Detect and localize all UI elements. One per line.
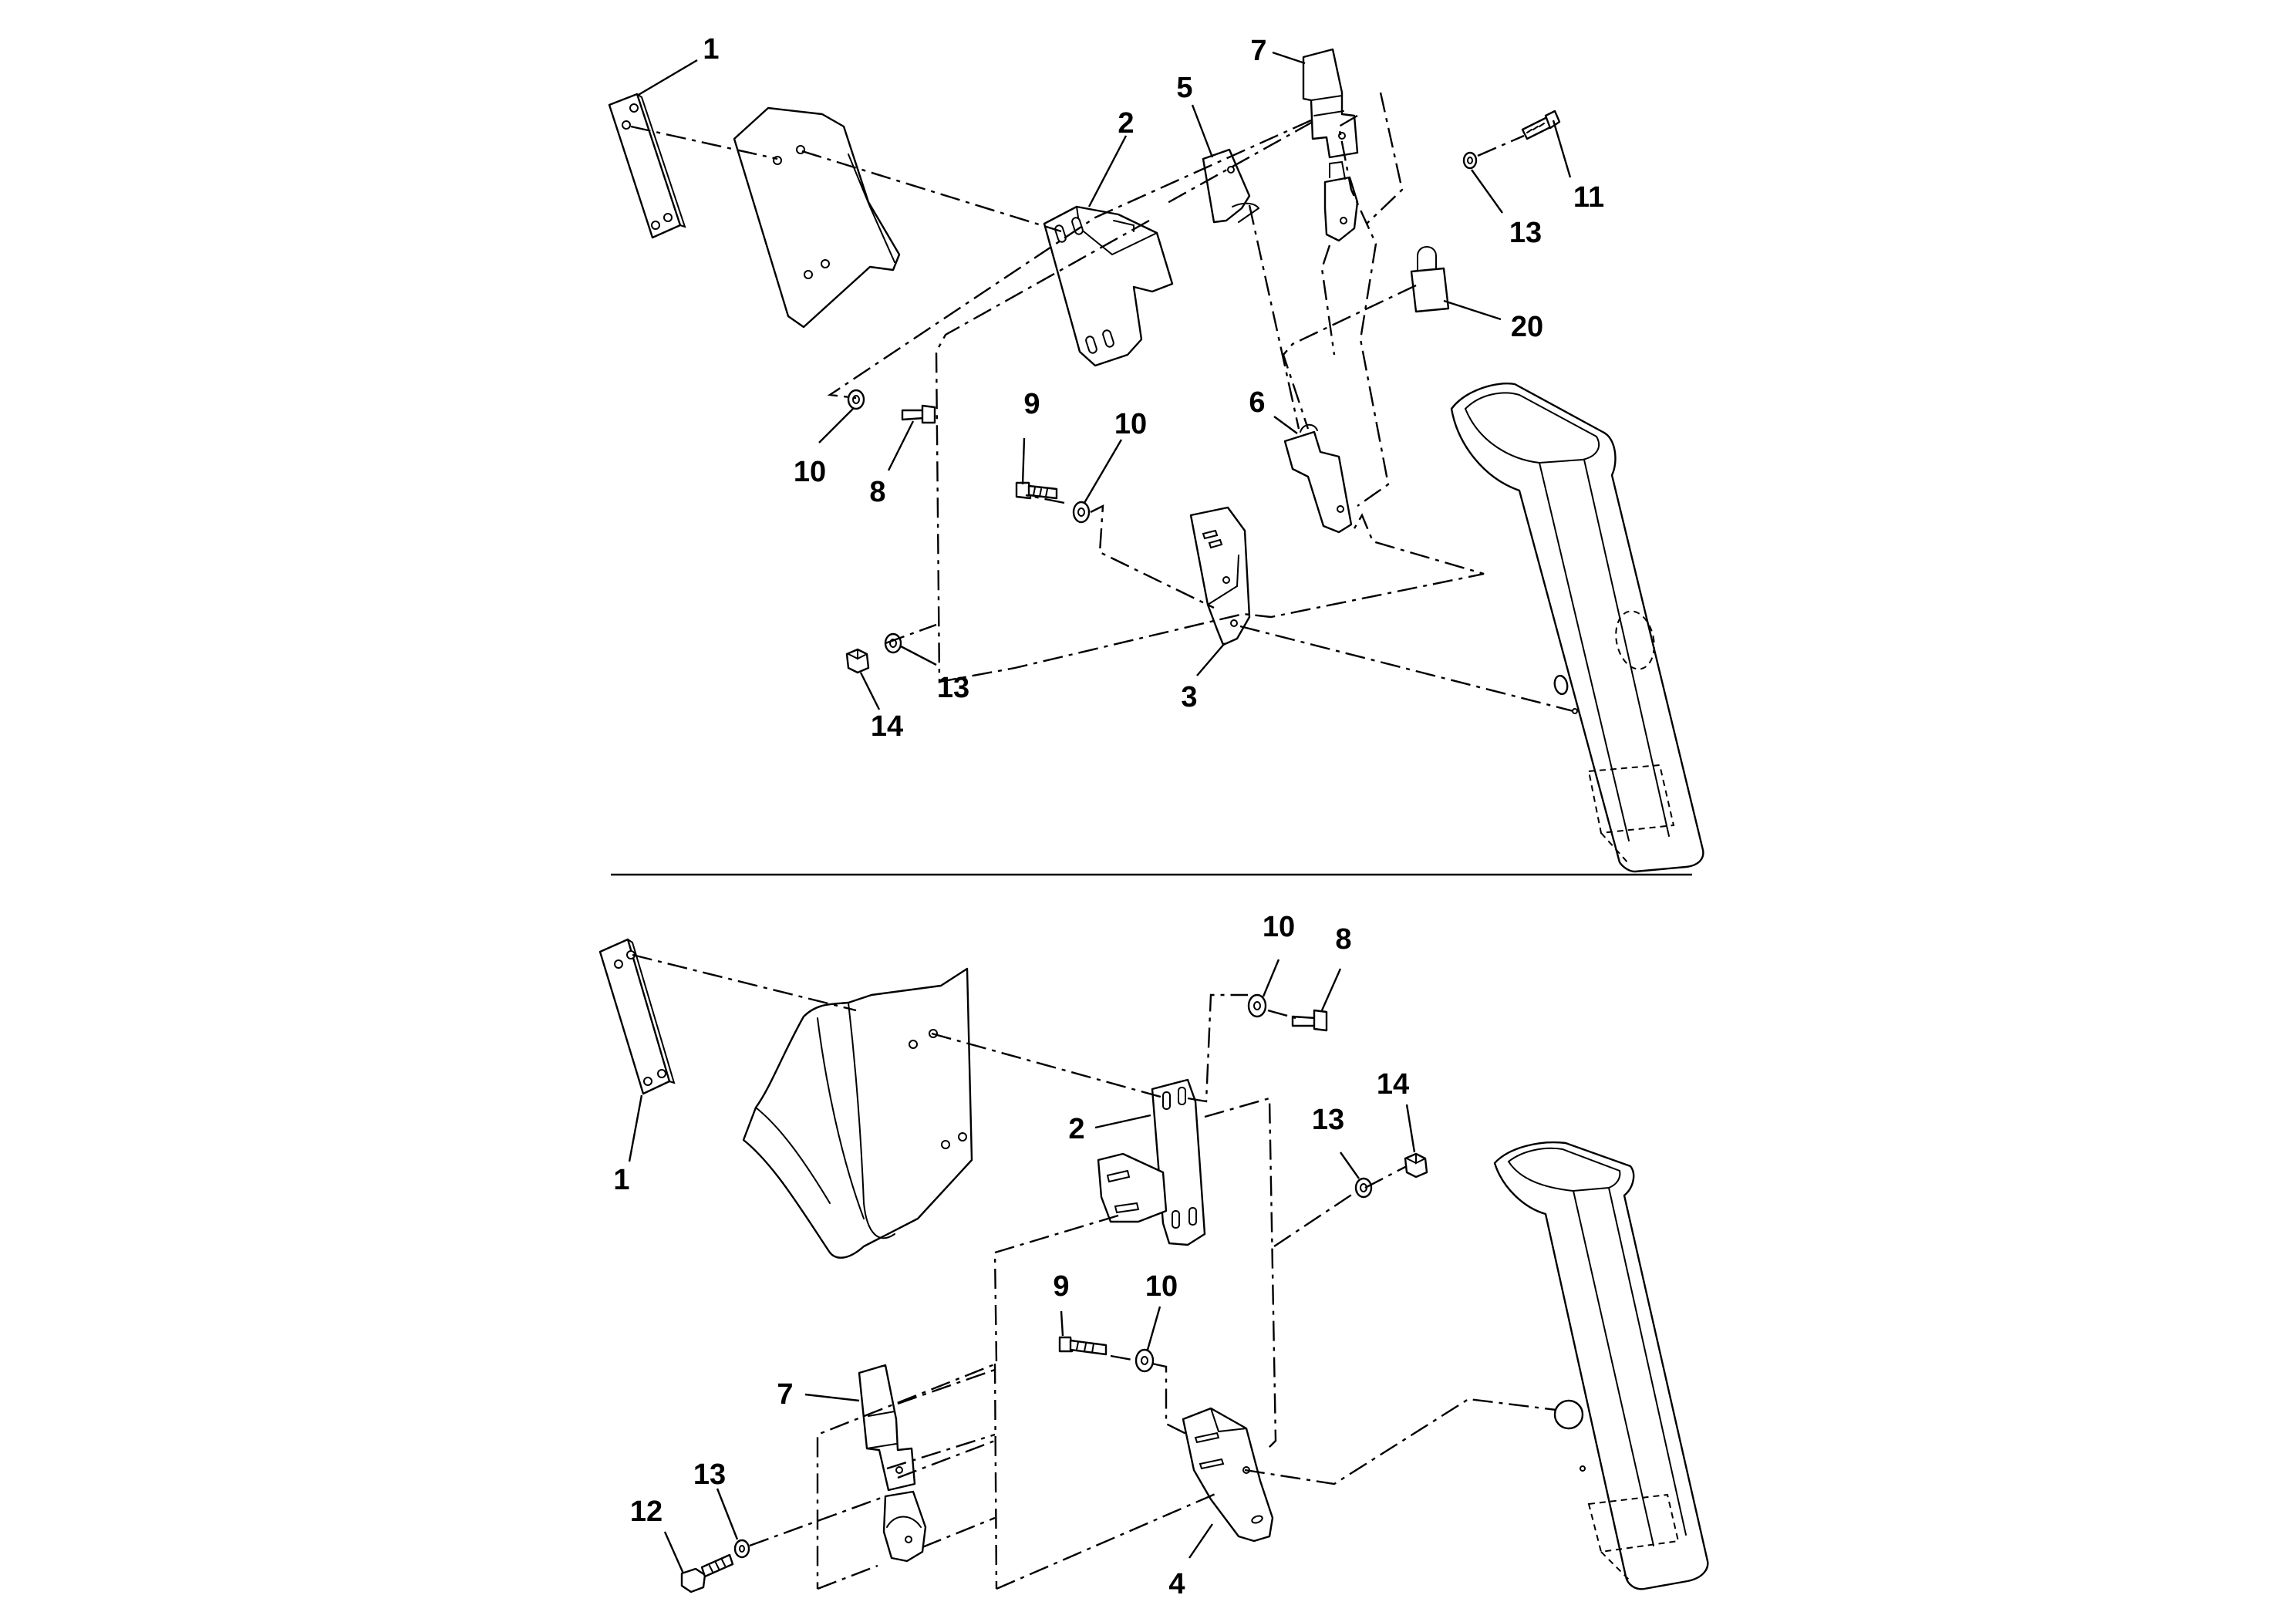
upper-callout-7: 7 [1250,35,1266,67]
upper-leader-lines [636,51,1572,710]
upper-part-5-latch-keeper [1202,148,1260,224]
lower-callout-10-top: 10 [1263,911,1295,943]
upper-part-20-padlock [1410,246,1450,313]
upper-part-3-bracket [1189,506,1251,646]
upper-part-1-strap-plate [608,93,686,239]
lower-callout-10-middle: 10 [1145,1270,1178,1303]
lower-part-2-bracket [1097,1078,1206,1246]
upper-part-8-bolt [901,404,936,424]
upper-part-14-nut [845,648,870,674]
upper-mounting-panel [733,106,901,329]
lower-callout-9: 9 [1053,1270,1069,1303]
lower-part-13-washer-left [733,1539,750,1559]
lower-callout-2: 2 [1068,1113,1084,1145]
upper-assembly-view: 1 2 5 7 11 13 20 6 9 10 10 8 3 13 14 [608,33,1704,873]
upper-callout-3: 3 [1181,681,1197,713]
upper-callout-1: 1 [703,33,719,66]
lower-mounting-panel [742,967,973,1259]
lower-part-13-washer-right [1354,1177,1373,1199]
upper-assembly-lines [630,92,1574,713]
upper-callout-14: 14 [871,710,903,743]
upper-part-10-washer-left [847,389,865,410]
lower-assembly-view: 1 2 10 8 13 14 9 10 7 13 12 4 [598,911,1709,1600]
upper-part-7-latch [1302,48,1359,242]
lower-part-4-bracket [1182,1407,1274,1543]
upper-callout-5: 5 [1176,72,1192,104]
upper-callout-6: 6 [1249,386,1265,419]
upper-part-6-bracket [1283,423,1353,534]
lower-callouts: 1 2 10 8 13 14 9 10 7 13 12 4 [613,911,1409,1600]
upper-callout-20: 20 [1511,311,1543,343]
upper-callout-8: 8 [869,476,885,508]
upper-post-tube [1450,383,1704,873]
lower-part-9-bolt [1058,1336,1108,1356]
lower-callout-13-right: 13 [1312,1104,1344,1136]
lower-part-8-bolt [1291,1009,1328,1032]
lower-callout-7: 7 [777,1378,793,1411]
upper-part-9-bolt [1015,481,1058,500]
upper-callout-13-left: 13 [937,672,969,704]
lower-callout-13-left: 13 [693,1458,726,1491]
lower-callout-4: 4 [1168,1568,1185,1600]
upper-callouts: 1 2 5 7 11 13 20 6 9 10 10 8 3 13 14 [703,33,1604,743]
lower-part-1-strap-plate [598,938,676,1095]
lower-post-tube [1493,1141,1709,1590]
lower-part-14-nut [1404,1152,1428,1179]
lower-leader-lines [628,959,1416,1574]
upper-part-10-washer-middle [1072,501,1091,524]
lower-part-10-washer-top [1247,993,1267,1018]
upper-callout-9: 9 [1023,388,1040,420]
lower-callout-8: 8 [1335,923,1351,956]
upper-callout-11: 11 [1573,181,1604,214]
lower-part-12-bolt [680,1553,734,1593]
upper-part-11-bolt [1521,110,1561,140]
upper-part-2-bracket [1043,205,1174,367]
upper-callout-10-left: 10 [794,456,826,488]
upper-callout-10-middle: 10 [1114,408,1147,440]
upper-callout-2: 2 [1118,107,1134,140]
upper-part-13-washer-right [1462,151,1478,170]
lower-callout-12: 12 [630,1496,663,1528]
lower-callout-14: 14 [1377,1068,1409,1101]
upper-callout-13-right: 13 [1509,217,1542,249]
lower-part-7-latch [858,1364,927,1563]
lower-part-10-washer-middle [1135,1348,1155,1373]
lower-callout-1: 1 [613,1164,629,1196]
lower-assembly-lines [632,953,1557,1590]
